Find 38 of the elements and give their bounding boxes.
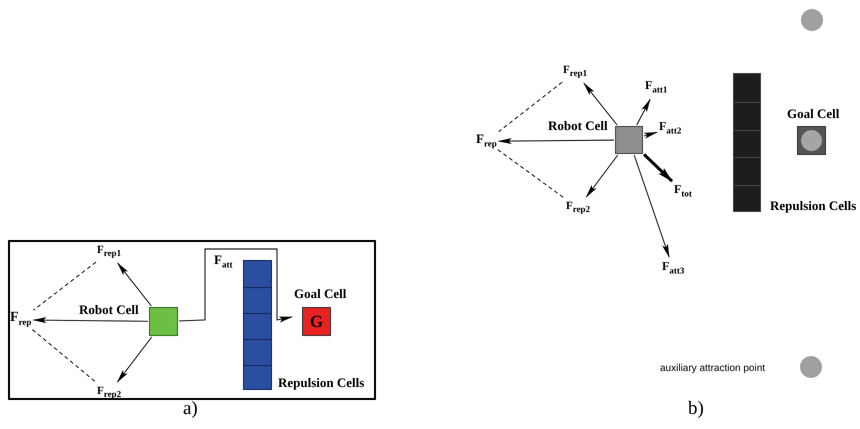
dashed-line	[32, 262, 96, 311]
cell-label: Goal Cell	[294, 286, 346, 301]
force-label: F$_{att3}$	[662, 259, 684, 278]
cell-label: Robot Cell	[79, 302, 139, 317]
force-label: F$_{tot}$	[674, 182, 692, 202]
force-arrow	[642, 153, 674, 182]
force-label: F$_{rep}$	[10, 310, 32, 330]
attraction-point	[801, 9, 823, 31]
force-label: F$_{rep1}$	[563, 63, 588, 82]
dashed-line	[32, 329, 96, 382]
panel-label: a)	[183, 398, 198, 420]
point-label: auxiliary attraction point	[660, 362, 766, 376]
cell-label: Robot Cell	[548, 118, 608, 133]
force-label: F$_{att2}$	[659, 119, 682, 138]
dashed-line	[498, 82, 563, 132]
dashed-line	[497, 149, 564, 198]
force-arrow	[586, 154, 618, 198]
force-arrow	[178, 248, 293, 322]
force-arrow	[32, 317, 148, 324]
force-label: F$_{rep2}$	[566, 199, 590, 218]
attraction-point	[800, 356, 822, 378]
force-arrow	[117, 262, 152, 306]
force-label: F$_{rep2}$	[97, 384, 122, 402]
force-arrow	[636, 98, 651, 126]
cell-label: Repulsion Cells	[770, 198, 856, 213]
force-arrow	[583, 82, 618, 126]
force-label: F$_{rep1}$	[97, 243, 122, 262]
force-label: F$_{rep}$	[476, 131, 497, 152]
force-label: F$_{att1}$	[645, 78, 668, 98]
force-arrow	[634, 154, 670, 258]
force-arrow	[498, 138, 614, 144]
force-arrow	[116, 336, 152, 383]
cell-label: Goal Cell	[787, 106, 840, 121]
cell-label: Repulsion Cells	[278, 375, 364, 390]
force-arrow	[644, 132, 658, 139]
goal-cell: G	[302, 307, 331, 336]
panel-frame	[8, 240, 376, 400]
panel-label: b)	[688, 398, 704, 420]
